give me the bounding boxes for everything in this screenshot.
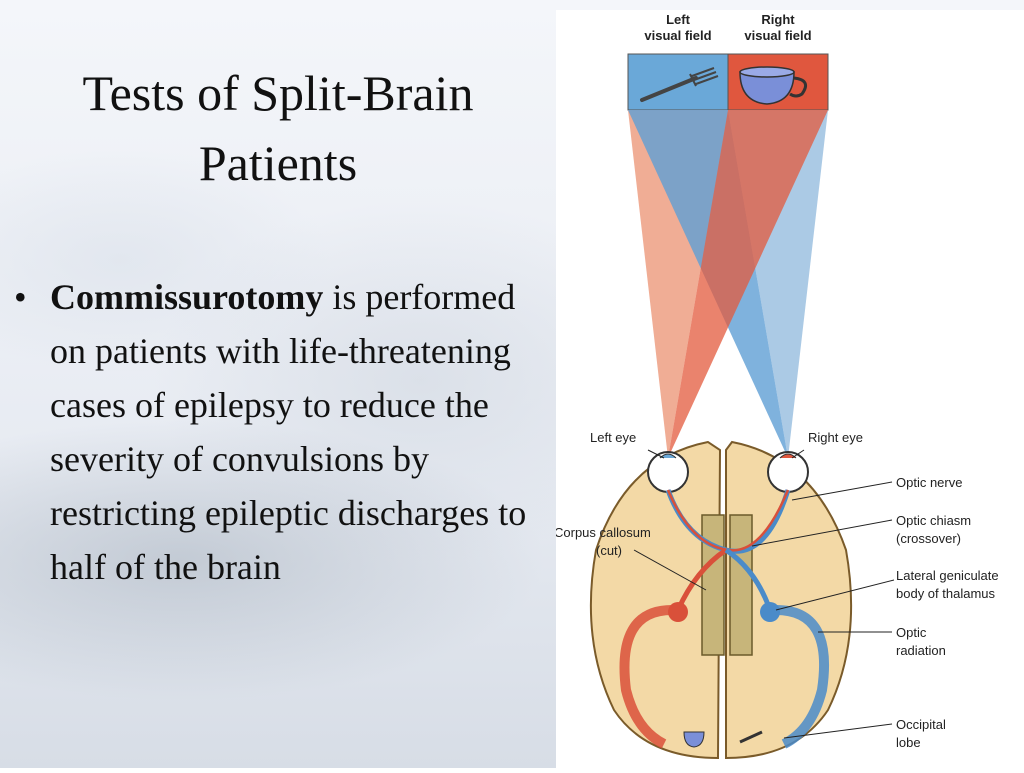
left-optic-radiation	[619, 605, 673, 749]
slide-title: Tests of Split-Brain Patients	[0, 58, 556, 198]
title-line-1: Tests of Split-Brain	[82, 65, 474, 121]
optic-chiasm-label-2: (crossover)	[896, 531, 961, 546]
right-eye-icon	[767, 451, 809, 493]
left-lgn	[668, 602, 688, 622]
occipital-cup-icon	[683, 731, 705, 748]
left-eye-label: Left eye	[590, 430, 636, 445]
corpus-callosum-label-1: Corpus callosum	[556, 525, 651, 540]
leader-lines	[633, 449, 895, 739]
text-panel: Tests of Split-Brain Patients • Commissu…	[0, 58, 556, 594]
right-field-label-2: visual field	[744, 28, 811, 43]
optic-chiasm-label-1: Optic chiasm	[896, 513, 971, 528]
right-eye-label: Right eye	[808, 430, 863, 445]
lgn-label-2: body of thalamus	[896, 586, 996, 601]
visual-pathway-diagram: Left visual field Right visual field	[554, 12, 999, 760]
left-field-label-1: Left	[666, 12, 691, 27]
occipital-label-2: lobe	[896, 735, 921, 750]
right-field-label-1: Right	[761, 12, 795, 27]
diagram-panel: Left visual field Right visual field	[554, 10, 1024, 768]
optic-radiation-label-2: radiation	[896, 643, 946, 658]
lgn-label-1: Lateral geniculate	[896, 568, 999, 583]
left-hemisphere	[589, 440, 722, 760]
occipital-label-1: Occipital	[896, 717, 946, 732]
title-line-2: Patients	[198, 135, 358, 191]
right-field-to-left-eye	[668, 110, 828, 458]
bullet-item: • Commissurotomy is performed on patient…	[10, 270, 550, 594]
right-lgn	[760, 602, 780, 622]
optic-nerve-label: Optic nerve	[896, 475, 962, 490]
corpus-callosum-label-2: (cut)	[596, 543, 622, 558]
bullet-term: Commissurotomy	[50, 277, 324, 317]
left-field-label-2: visual field	[644, 28, 711, 43]
left-eye-icon	[647, 451, 689, 493]
bullet-list: • Commissurotomy is performed on patient…	[10, 270, 550, 594]
bullet-text: is performed on patients with life-threa…	[50, 277, 527, 587]
occipital-fork-icon	[739, 730, 763, 744]
cup-icon	[739, 66, 808, 105]
right-optic-radiation	[775, 605, 830, 749]
optic-radiation-label-1: Optic	[896, 625, 927, 640]
fork-icon	[640, 67, 719, 102]
bullet-dot-icon: •	[14, 277, 27, 317]
